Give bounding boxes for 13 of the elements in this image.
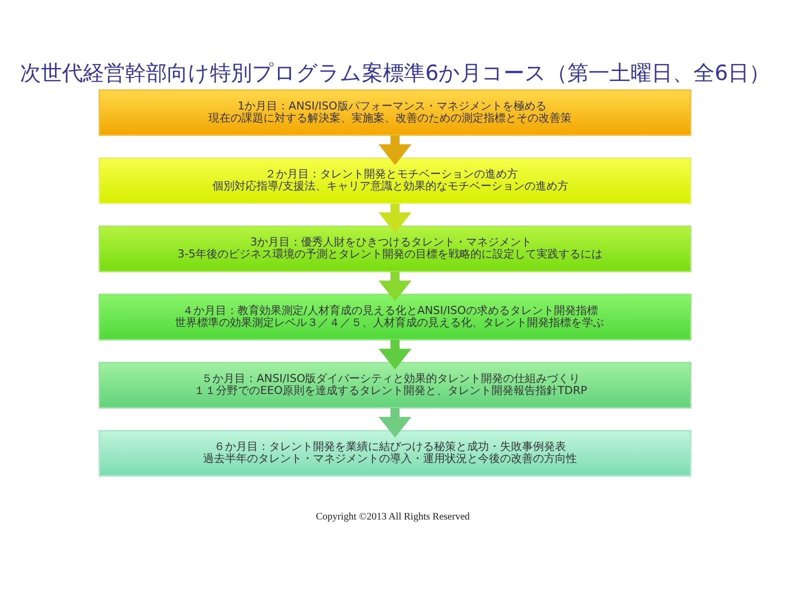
label: Copyright ©2013 All Rights Reserved (316, 510, 470, 522)
node-box: ４か月目：教育効果測定/人材育成の見える化とANSI/ISOの求めるタレント開発指標 世界標準の効果測定レベル３／４／５、人材育成の見える化、タレント開発指標を学ぶ (98, 293, 692, 340)
node-box: 3か月目：優秀人財をひきつけるタレント・マネジメント 3-5年後のビジネス環境の予測とタレント開発の目標を戦略的に設定して実践するには (98, 225, 692, 272)
arrow (378, 407, 412, 438)
arrow (378, 202, 412, 233)
node-box: 1か月目：ANSI/ISO版パフォーマンス・マネジメントを極める 現在の課題に対する解決案、実施案、改善のための測定指標とその改善策 (98, 88, 692, 136)
node-box: ５か月目：ANSI/ISO版ダイバーシティと効果的タレント開発の仕組みづくり １１分野でのEEO原則を達成するタレント開発と、タレント開発報告指針TDRP (98, 361, 692, 408)
node-box: ２か月目：タレント開発とモチベーションの進め方 個別対応指導/支援法、キャリア意識と効果的なモチベーションの進め方 (98, 156, 692, 204)
arrow (378, 271, 412, 301)
arrow (378, 134, 412, 165)
node-box: ６か月目：タレント開発を業績に結びつける秘策と成功・失敗事例発表 過去半年のタレント・マネジメントの導入・運用状況と今後の改善の方向性 (98, 430, 692, 476)
arrow (378, 339, 412, 370)
diagram-title: 次世代経営幹部向け特別プログラム案標準6か月コース（第一土曜日、全6日） (20, 59, 770, 84)
